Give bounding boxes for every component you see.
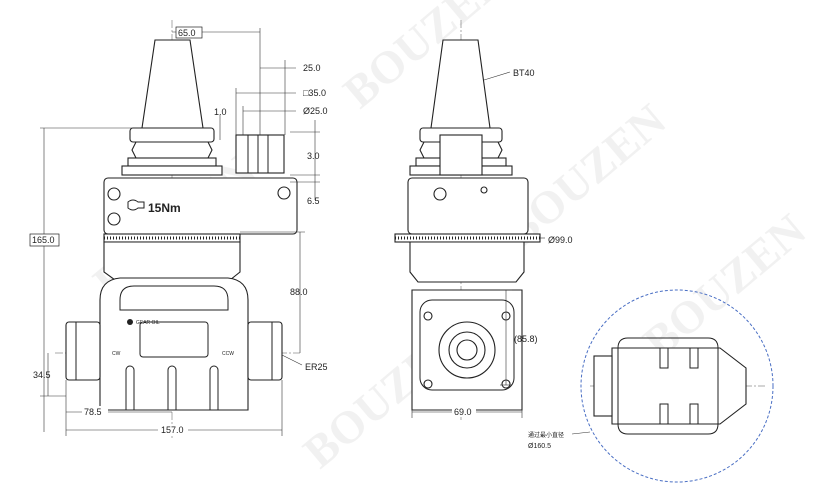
dim-spindle-height: 34.5 <box>33 370 51 380</box>
clearance-circle <box>580 289 774 483</box>
scale-ring <box>103 233 241 243</box>
dim-center-height: 88.0 <box>290 287 308 297</box>
collet-right <box>247 321 283 381</box>
rotation-cw: CW <box>112 351 121 357</box>
bottom-view: 通过最小直径 Ø160.5 <box>528 289 774 483</box>
collet-left <box>65 321 101 381</box>
taper-label: BT40 <box>513 68 535 78</box>
watermark: BOUZEN <box>634 204 816 368</box>
dim-diameter: Ø25.0 <box>303 106 328 116</box>
bt-taper <box>141 39 204 129</box>
dim-overall-height: 165.0 <box>32 235 55 245</box>
gear-oil-label: GEAR OIL <box>136 320 160 326</box>
drive-block <box>235 134 285 174</box>
dim-head-height: (85.8) <box>514 334 538 344</box>
angle-head <box>99 277 249 411</box>
dim-height-3: 3.0 <box>307 151 320 161</box>
dim-half-length: 78.5 <box>84 407 102 417</box>
dim-overall-length: 157.0 <box>161 425 184 435</box>
main-body <box>103 177 298 235</box>
clearance-diameter: Ø160.5 <box>528 443 551 450</box>
nameplate <box>139 321 209 358</box>
front-view: BT40 Ø99.0 (85.8) 69.0 <box>394 20 573 420</box>
collet-label: ER25 <box>305 362 328 372</box>
dim-offset: 65.0 <box>178 28 196 38</box>
torque-label: 15Nm <box>148 201 181 215</box>
watermark: BOUZEN <box>334 0 516 118</box>
dim-top-width: 25.0 <box>303 63 321 73</box>
clearance-label: 通过最小直径 <box>528 431 564 439</box>
rotation-ccw: CCW <box>222 351 234 357</box>
dim-head-width: 69.0 <box>454 407 472 417</box>
dim-square: □35.0 <box>303 88 326 98</box>
wrench-icon <box>127 199 145 211</box>
dim-gap: 1.0 <box>214 107 227 117</box>
dim-ring-diameter: Ø99.0 <box>548 235 573 245</box>
side-view: 15Nm GEAR OIL CW CCW <box>29 20 328 440</box>
dim-height-6: 6.5 <box>307 196 320 206</box>
